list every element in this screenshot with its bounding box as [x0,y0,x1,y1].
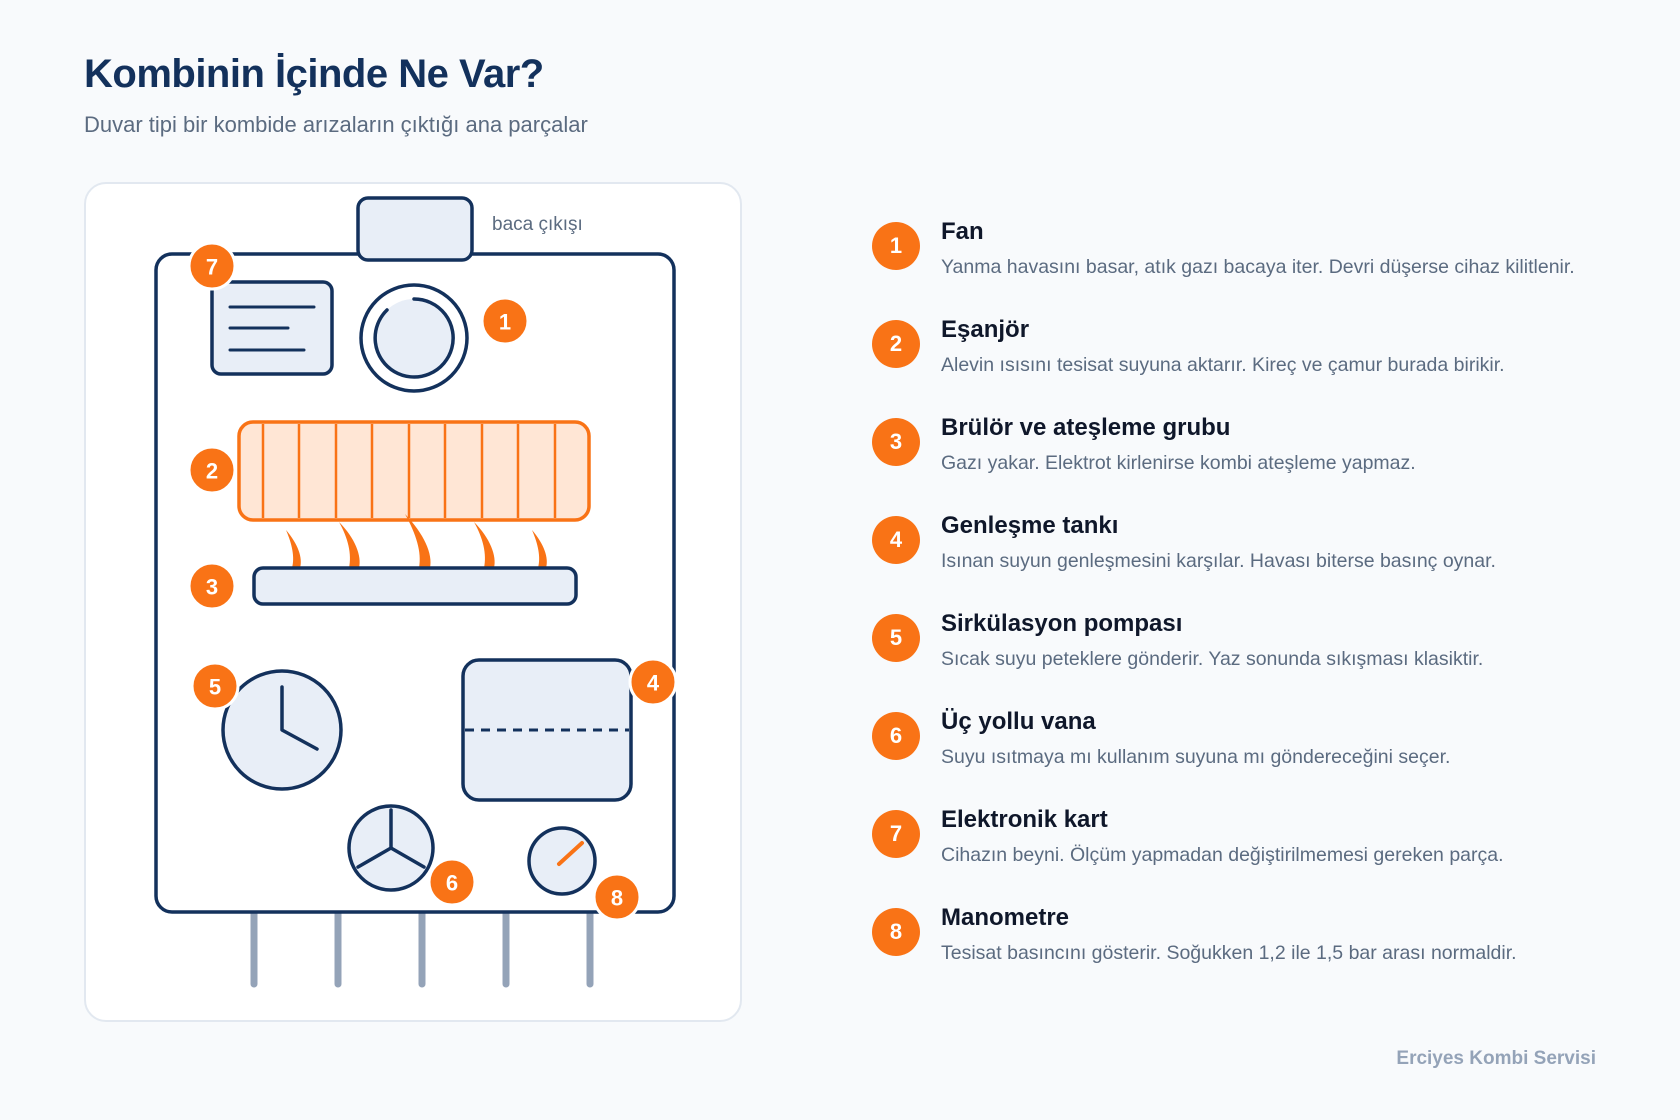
legend-description: Sıcak suyu peteklere gönderir. Yaz sonun… [941,648,1484,670]
legend-title: Üç yollu vana [941,708,1096,735]
flame-icon [405,514,431,568]
legend-description: Cihazın beyni. Ölçüm yapmadan değiştiril… [941,844,1504,866]
legend-title: Eşanjör [941,316,1030,343]
heat-exchanger [237,420,591,522]
flame-icon [339,522,360,568]
exchanger-fins [261,424,557,518]
legend-description: Alevin ısısını tesisat suyuna aktarır. K… [941,354,1505,376]
boiler-diagram: baca çıkışı [154,196,678,988]
svg-text:8: 8 [611,886,623,911]
badge-5: 5 [190,661,240,711]
legend-number: 4 [872,516,920,564]
badge-4: 4 [628,657,678,707]
legend-description: Yanma havasını basar, atık gazı bacaya i… [941,256,1575,278]
flue-outlet [356,196,474,262]
legend-title: Sirkülasyon pompası [941,610,1183,637]
legend-item-burner: 3 Brülör ve ateşleme grubu Gazı yakar. E… [872,410,1652,508]
legend-item-expansion-tank: 4 Genleşme tankı Isınan suyun genleşmesi… [872,508,1652,606]
fan-rotor [375,299,453,377]
legend-item-heat-exchanger: 2 Eşanjör Alevin ısısını tesisat suyuna … [872,312,1652,410]
legend-number: 5 [872,614,920,662]
badge-8: 8 [592,872,642,922]
legend-description: Isınan suyun genleşmesini karşılar. Hava… [941,550,1496,572]
flames [286,514,547,568]
legend-item-electronic-card: 7 Elektronik kart Cihazın beyni. Ölçüm y… [872,802,1652,900]
legend-title: Elektronik kart [941,806,1108,833]
legend-number: 2 [872,320,920,368]
manometer-needle [557,841,584,866]
flame-icon [532,530,547,568]
svg-text:5: 5 [209,675,221,700]
legend-item-circulation-pump: 5 Sirkülasyon pompası Sıcak suyu petekle… [872,606,1652,704]
legend-description: Suyu ısıtmaya mı kullanım suyuna mı gönd… [941,746,1451,768]
legend-title: Brülör ve ateşleme grubu [941,414,1231,441]
legend-item-manometer: 8 Manometre Tesisat basıncını gösterir. … [872,900,1652,998]
legend-number: 3 [872,418,920,466]
svg-text:1: 1 [499,310,511,335]
badge-2: 2 [187,445,237,495]
svg-text:3: 3 [206,575,218,600]
badge-1: 1 [480,296,530,346]
legend-description: Tesisat basıncını gösterir. Soğukken 1,2… [941,942,1517,964]
circuit-lines [228,305,316,352]
burner [252,566,578,606]
parts-legend: 1 Fan Yanma havasını basar, atık gazı ba… [872,214,1652,998]
fan-rotation-arc [373,297,455,379]
legend-item-fan: 1 Fan Yanma havasını basar, atık gazı ba… [872,214,1652,312]
pump-clock-icon [280,685,319,751]
legend-title: Manometre [941,904,1070,931]
flame-icon [474,522,495,568]
legend-number: 7 [872,810,920,858]
footer-brand: Erciyes Kombi Servisi [1396,1048,1596,1069]
legend-number: 6 [872,712,920,760]
legend-item-three-way-valve: 6 Üç yollu vana Suyu ısıtmaya mı kullanı… [872,704,1652,802]
legend-title: Genleşme tankı [941,512,1119,539]
badge-3: 3 [187,561,237,611]
page-subtitle: Duvar tipi bir kombide arızaların çıktığ… [84,112,588,137]
legend-title: Fan [941,218,984,245]
valve-spokes-icon [356,808,426,869]
legend-description: Gazı yakar. Elektrot kirlenirse kombi at… [941,452,1416,474]
svg-text:2: 2 [206,459,218,484]
badge-6: 6 [427,857,477,907]
boiler-diagram-card: baca çıkışı [84,182,742,1022]
pipes [250,908,594,988]
badge-7: 7 [187,241,237,291]
svg-text:7: 7 [206,255,218,280]
flue-label: baca çıkışı [492,214,583,235]
legend-number: 1 [872,222,920,270]
svg-text:6: 6 [446,871,458,896]
flame-icon [286,530,301,568]
legend-number: 8 [872,908,920,956]
svg-text:4: 4 [647,671,660,696]
page-title: Kombinin İçinde Ne Var? [84,52,544,96]
